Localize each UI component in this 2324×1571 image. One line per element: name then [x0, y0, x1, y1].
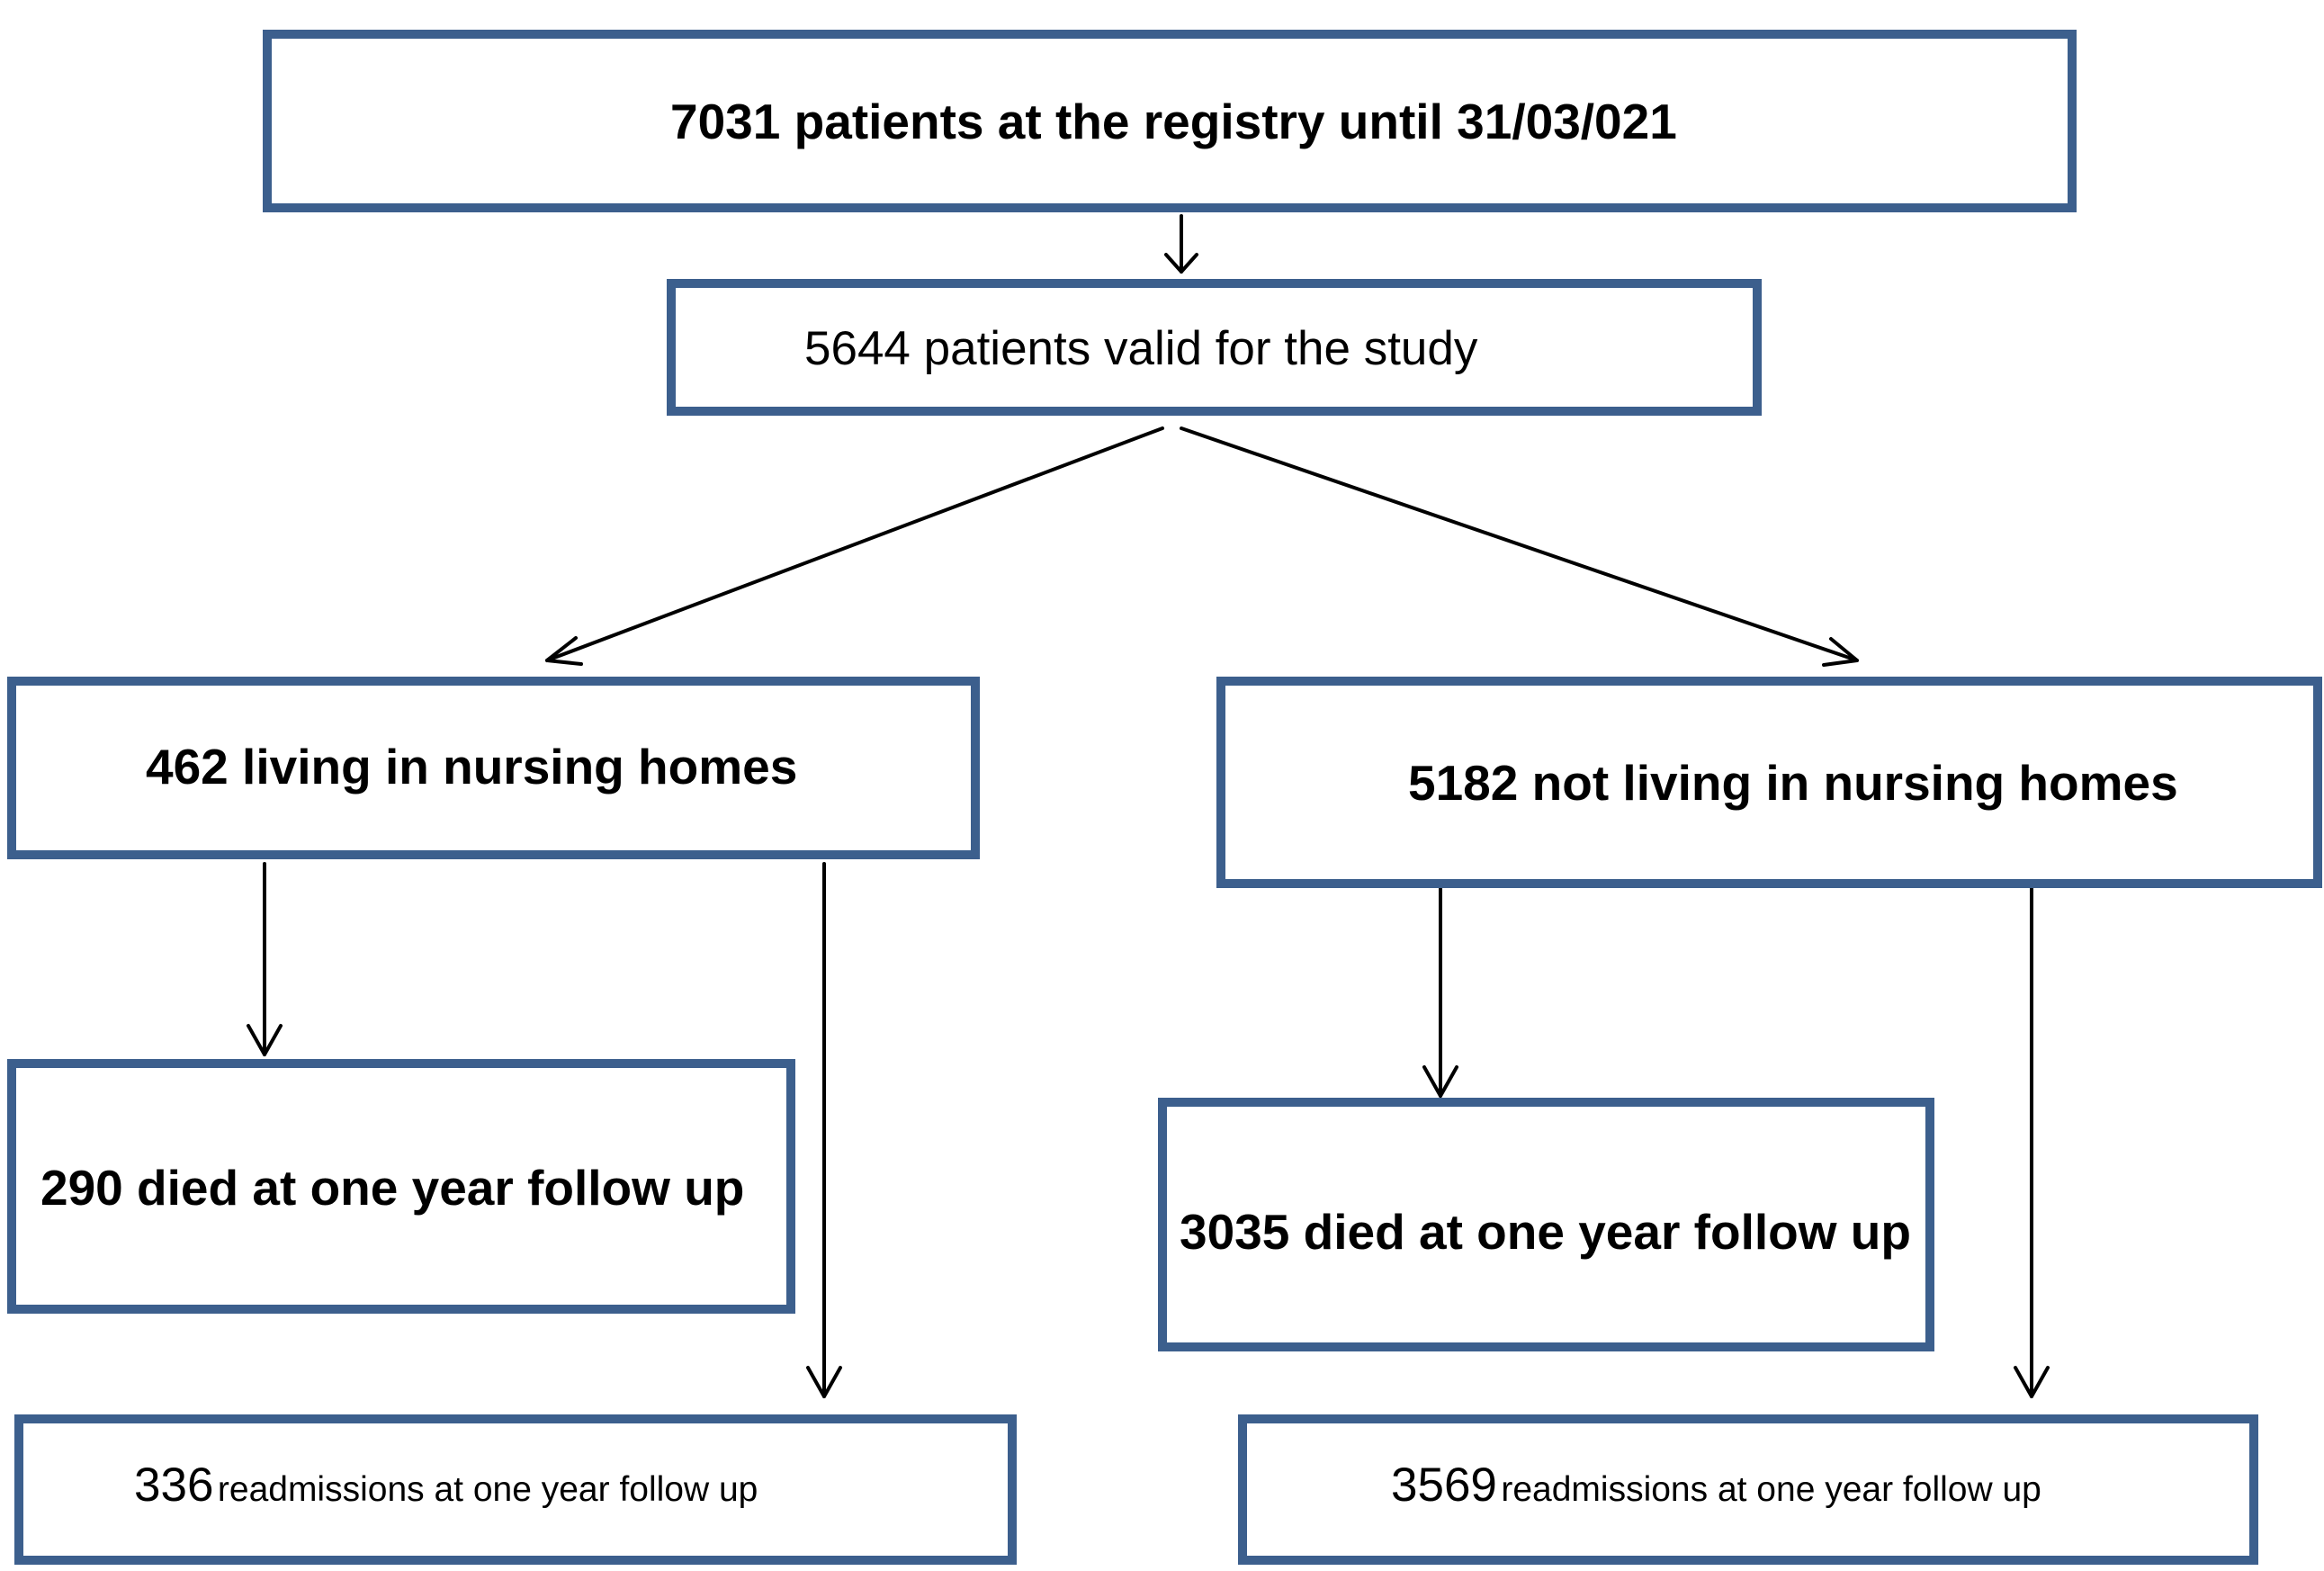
not-nursing-died-text: 3035 died at one year follow up: [1180, 1204, 1911, 1260]
registry-box: [263, 30, 2077, 212]
nursing-readmissions-text: 336 readmissions at one year follow up: [134, 1461, 758, 1509]
not-nursing-homes-text: 5182 not living in nursing homes: [1408, 755, 2178, 811]
arrow-registry-to-valid: [1164, 214, 1198, 274]
valid-patients-box: [667, 279, 1762, 416]
nursing-died-box: [7, 1059, 795, 1314]
arrow-valid-to-not-nursing: [1180, 426, 1859, 667]
nursing-homes-box: [7, 677, 980, 859]
nursing-readmissions-label: readmissions at one year follow up: [217, 1470, 758, 1509]
arrow-valid-to-nursing: [545, 426, 1164, 666]
not-nursing-died-box: [1158, 1098, 1934, 1351]
nursing-died-text: 290 died at one year follow up: [40, 1160, 745, 1216]
arrow-not-nursing-to-readmissions: [2014, 886, 2050, 1398]
arrow-nursing-to-died: [247, 862, 283, 1056]
nursing-readmissions-box: [14, 1414, 1017, 1565]
registry-text: 7031 patients at the registry until 31/0…: [670, 94, 1677, 149]
arrow-not-nursing-to-died: [1422, 886, 1458, 1098]
nursing-homes-text: 462 living in nursing homes: [146, 739, 798, 794]
not-nursing-readmissions-text: 3569 readmissions at one year follow up: [1391, 1461, 2041, 1509]
not-nursing-homes-box: [1216, 677, 2322, 888]
arrow-nursing-to-readmissions: [806, 862, 842, 1398]
not-nursing-readmissions-count: 3569: [1391, 1459, 1497, 1512]
nursing-readmissions-count: 336: [134, 1459, 214, 1512]
valid-patients-text: 5644 patients valid for the study: [804, 322, 1478, 375]
not-nursing-readmissions-box: [1238, 1414, 2258, 1565]
not-nursing-readmissions-label: readmissions at one year follow up: [1501, 1470, 2041, 1509]
